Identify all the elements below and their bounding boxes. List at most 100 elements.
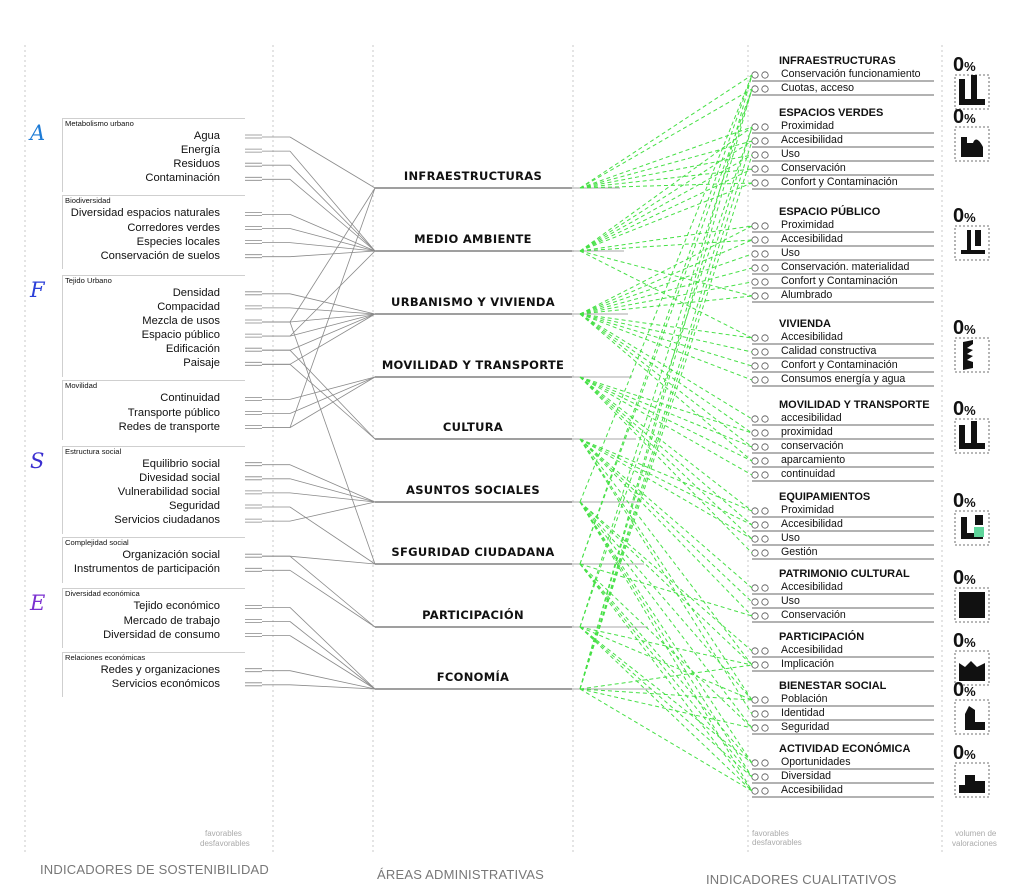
rating-circle[interactable]	[751, 85, 759, 93]
admin-area-label: PARTICIPACIÓN	[422, 608, 524, 622]
rating-circle[interactable]	[761, 724, 769, 732]
rating-circle[interactable]	[761, 584, 769, 592]
rating-circle[interactable]	[761, 521, 769, 529]
rating-circle[interactable]	[751, 362, 759, 370]
rating-circle[interactable]	[751, 471, 759, 479]
sustainability-link	[289, 313, 376, 365]
qualitative-link	[579, 626, 753, 792]
rating-circle[interactable]	[751, 264, 759, 272]
rating-circle[interactable]	[751, 724, 759, 732]
rating-circle[interactable]	[751, 71, 759, 79]
rating-circle[interactable]	[751, 250, 759, 258]
qualitative-link	[579, 74, 753, 565]
rating-circle[interactable]	[751, 710, 759, 718]
indicator-label: Continuidad	[160, 392, 220, 405]
rating-circle[interactable]	[751, 236, 759, 244]
rating-circle[interactable]	[761, 415, 769, 423]
rating-circle[interactable]	[761, 137, 769, 145]
rating-circle[interactable]	[761, 376, 769, 384]
rating-circle[interactable]	[761, 759, 769, 767]
rating-circle[interactable]	[761, 362, 769, 370]
rating-circle[interactable]	[751, 348, 759, 356]
rating-circle[interactable]	[761, 471, 769, 479]
sustainability-link	[289, 478, 376, 503]
rating-circle[interactable]	[751, 137, 759, 145]
rating-circle[interactable]	[751, 443, 759, 451]
rating-circle[interactable]	[751, 535, 759, 543]
rating-circle[interactable]	[751, 759, 759, 767]
rating-circle[interactable]	[751, 773, 759, 781]
rating-circle[interactable]	[751, 179, 759, 187]
rating-circle[interactable]	[751, 507, 759, 515]
rating-circle[interactable]	[751, 222, 759, 230]
valuation-percentage: 0%	[953, 630, 976, 652]
indicator-label: Instrumentos de participación	[73, 563, 220, 576]
rating-circle[interactable]	[751, 787, 759, 795]
sustainability-link	[289, 501, 376, 522]
rating-circle[interactable]	[761, 292, 769, 300]
qualitative-item-label: aparcamiento	[781, 454, 846, 466]
rating-circle[interactable]	[761, 348, 769, 356]
rating-circle[interactable]	[751, 696, 759, 704]
rating-circle[interactable]	[761, 535, 769, 543]
category-pictogram-icon	[954, 650, 990, 686]
rating-circle[interactable]	[761, 457, 769, 465]
qualitative-link	[579, 501, 753, 729]
valuation-percentage: 0%	[953, 317, 976, 339]
rating-circle[interactable]	[761, 696, 769, 704]
rating-circle[interactable]	[761, 71, 769, 79]
rating-circle[interactable]	[761, 549, 769, 557]
rating-circle[interactable]	[751, 292, 759, 300]
qualitative-link	[579, 313, 753, 420]
rating-circle[interactable]	[751, 334, 759, 342]
rating-circle[interactable]	[751, 278, 759, 286]
rating-circle[interactable]	[761, 165, 769, 173]
rating-circle[interactable]	[761, 250, 769, 258]
rating-circle[interactable]	[751, 612, 759, 620]
rating-circle[interactable]	[761, 612, 769, 620]
rating-circle[interactable]	[761, 85, 769, 93]
rating-circle[interactable]	[761, 334, 769, 342]
rating-circle[interactable]	[761, 179, 769, 187]
rating-circle[interactable]	[751, 123, 759, 131]
qualitative-link	[579, 438, 753, 512]
qualitative-item-label: conservación	[781, 440, 844, 452]
rating-circle[interactable]	[761, 222, 769, 230]
rating-circle[interactable]	[761, 787, 769, 795]
qualitative-item-label: Oportunidades	[781, 756, 851, 768]
rating-circle[interactable]	[761, 647, 769, 655]
rating-circle[interactable]	[761, 151, 769, 159]
sustainability-link	[289, 307, 376, 315]
sustainability-link	[289, 313, 376, 337]
rating-circle[interactable]	[751, 429, 759, 437]
rating-circle[interactable]	[751, 661, 759, 669]
qualitative-item-label: Cuotas, acceso	[781, 82, 855, 94]
rating-circle[interactable]	[761, 236, 769, 244]
sustainability-group-letter: S	[30, 448, 45, 473]
rating-circle[interactable]	[761, 278, 769, 286]
admin-area-label: MOVILIDAD Y TRANSPORTE	[381, 358, 565, 372]
rating-circle[interactable]	[761, 507, 769, 515]
rating-circle[interactable]	[761, 264, 769, 272]
qualitative-group-title: VIVIENDA	[779, 318, 831, 330]
rating-circle[interactable]	[751, 647, 759, 655]
rating-circle[interactable]	[761, 773, 769, 781]
rating-circle[interactable]	[751, 457, 759, 465]
rating-circle[interactable]	[751, 165, 759, 173]
category-pictogram-fill	[959, 775, 985, 793]
rating-circle[interactable]	[761, 598, 769, 606]
rating-circle[interactable]	[751, 376, 759, 384]
rating-circle[interactable]	[761, 123, 769, 131]
category-box	[62, 118, 245, 192]
rating-circle[interactable]	[751, 598, 759, 606]
rating-circle[interactable]	[761, 429, 769, 437]
rating-circle[interactable]	[751, 521, 759, 529]
rating-circle[interactable]	[761, 443, 769, 451]
rating-circle[interactable]	[761, 710, 769, 718]
rating-circle[interactable]	[761, 661, 769, 669]
rating-circle[interactable]	[751, 151, 759, 159]
rating-circle[interactable]	[751, 549, 759, 557]
rating-circle[interactable]	[751, 584, 759, 592]
sustainability-link	[289, 150, 376, 252]
rating-circle[interactable]	[751, 415, 759, 423]
